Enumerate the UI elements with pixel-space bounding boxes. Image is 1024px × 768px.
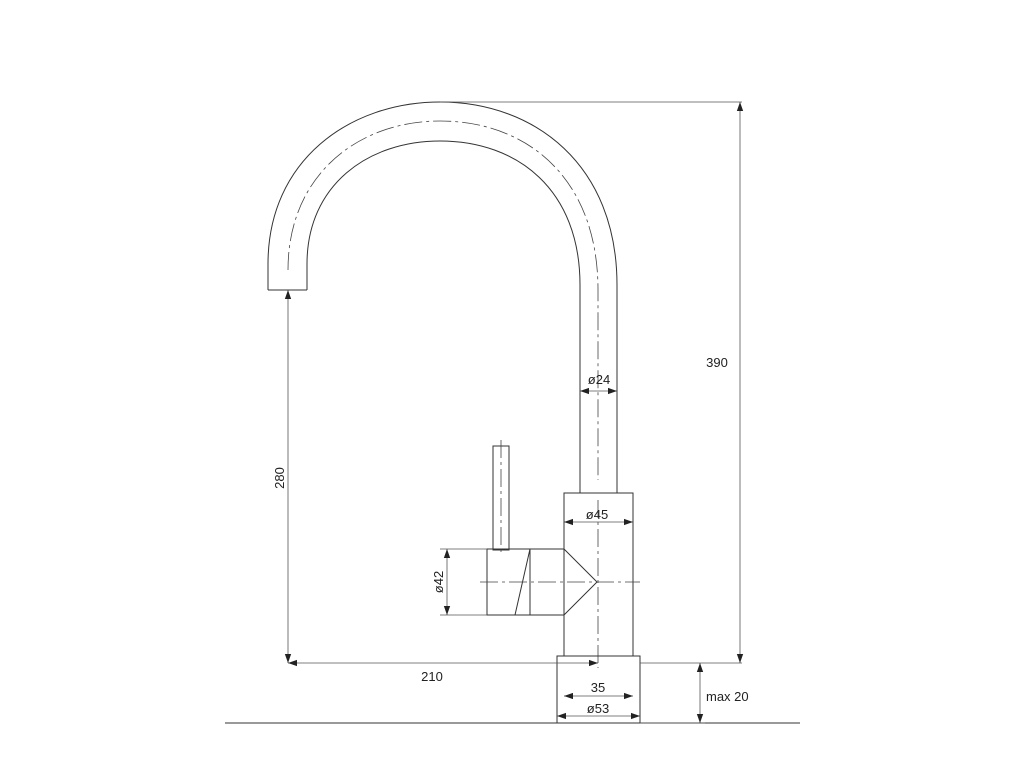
spout-centerline [287,120,599,480]
dim-label-d53: ø53 [587,701,609,716]
dim-label-d24: ø24 [588,372,610,387]
dim-label-390: 390 [706,355,728,370]
handle-cartridge [480,548,640,616]
spout-outline [267,101,618,493]
dim-label-280: 280 [272,467,287,489]
dim-label-max20: max 20 [706,689,749,704]
dim-label-d42: ø42 [431,571,446,593]
dim-label-210: 210 [421,669,443,684]
dim-label-d45: ø45 [586,507,608,522]
faucet-base [556,655,641,724]
handle-lever [492,440,510,552]
dim-label-35: 35 [591,680,605,695]
